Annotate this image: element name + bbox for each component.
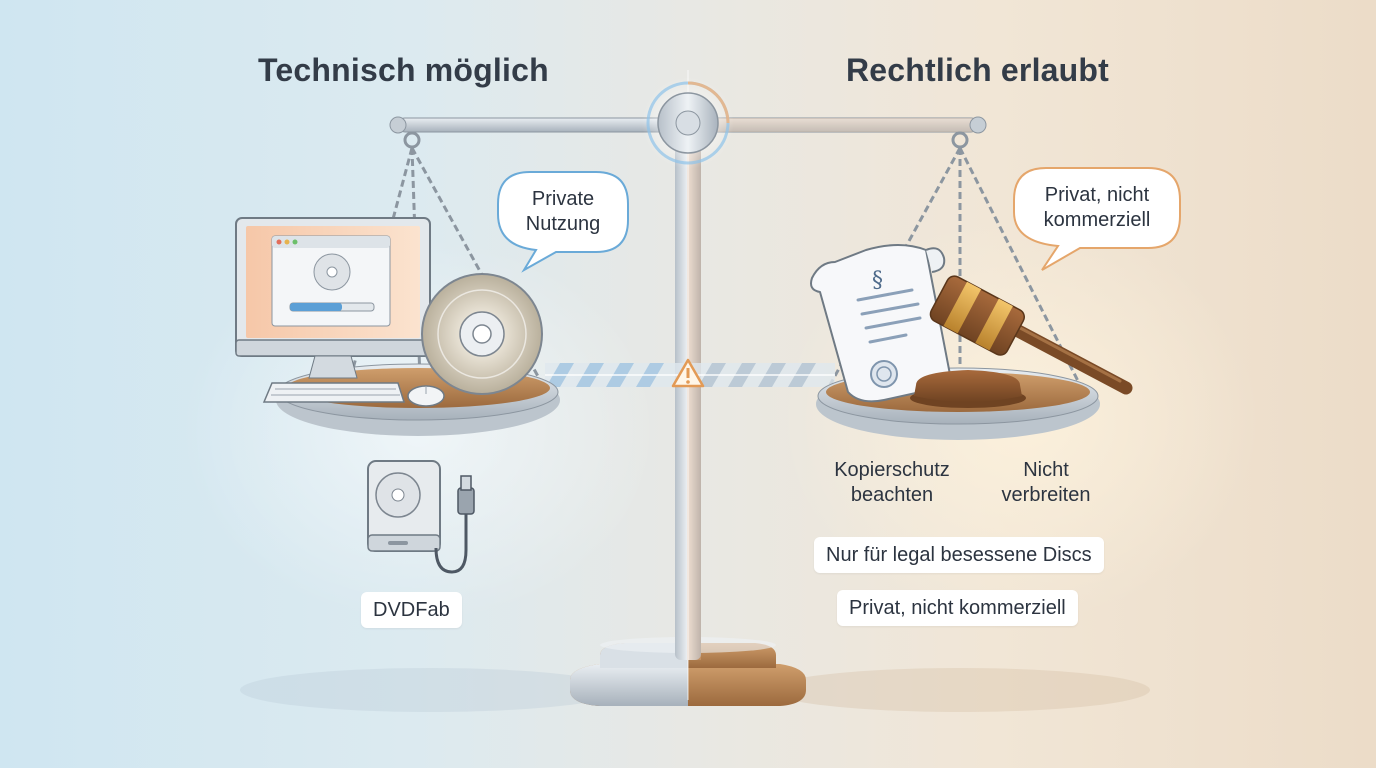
seal-icon — [870, 360, 898, 388]
caption-do-not-distribute: Nicht verbreiten — [1001, 459, 1091, 506]
rule-legally-owned-discs: Nur für legal besessene Discs — [814, 537, 1104, 573]
computer-monitor-icon — [235, 217, 431, 379]
bubble-private-use: Private Nutzung — [525, 188, 601, 235]
left-floor-shadow — [240, 668, 620, 712]
paragraph-document-icon: § — [810, 244, 953, 403]
judge-gavel-icon — [910, 275, 1133, 408]
heading-legally-allowed: Rechtlich erlaubt — [846, 52, 1110, 88]
scale-base — [570, 637, 806, 706]
connector-bar — [545, 358, 835, 388]
mouse-icon — [407, 385, 445, 407]
tool-label-dvdfab: DVDFab — [361, 592, 462, 628]
usb-cable-icon — [434, 475, 475, 574]
right-floor-shadow — [770, 668, 1150, 712]
right-speech-bubble — [1013, 167, 1181, 271]
dvd-disc-icon — [421, 273, 543, 395]
heading-technically-possible: Technisch möglich — [258, 52, 549, 88]
caption-respect-copy-protection: Kopierschutz beachten — [834, 459, 950, 506]
keyboard-icon — [262, 382, 406, 403]
scale-pillar — [675, 70, 701, 700]
balance-scale-icon — [642, 77, 734, 169]
warning-triangle-icon — [671, 358, 705, 388]
external-dvd-drive-icon — [367, 460, 441, 552]
left-speech-bubble — [497, 171, 629, 273]
svg-text:§: § — [872, 268, 883, 293]
rule-private-noncommercial: Privat, nicht kommerziell — [837, 590, 1078, 626]
bubble-private-noncommercial: Privat, nicht kommerziell — [1043, 184, 1151, 231]
